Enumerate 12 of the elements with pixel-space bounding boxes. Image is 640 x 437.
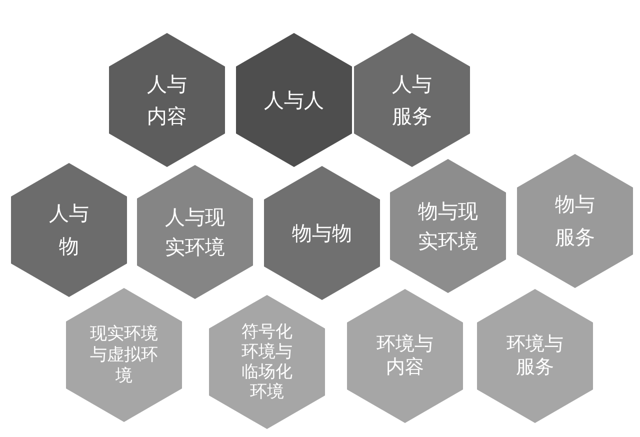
category-label: 符号化环境与临场化环境 xyxy=(240,322,294,402)
category-label: 人与现实环境 xyxy=(164,204,226,261)
category-label: 物与现实环境 xyxy=(417,198,479,255)
category-label: 人与内容 xyxy=(146,71,188,130)
category-label: 现实环境与虚拟环境 xyxy=(89,324,159,386)
category-label: 环境与服务 xyxy=(506,333,564,379)
category-label: 环境与内容 xyxy=(376,333,434,379)
category-label: 物与物 xyxy=(291,220,353,247)
category-label: 物与服务 xyxy=(554,191,596,251)
category-label: 人与人 xyxy=(263,87,325,114)
category-label: 人与服务 xyxy=(391,71,433,130)
category-label: 人与物 xyxy=(48,200,90,260)
